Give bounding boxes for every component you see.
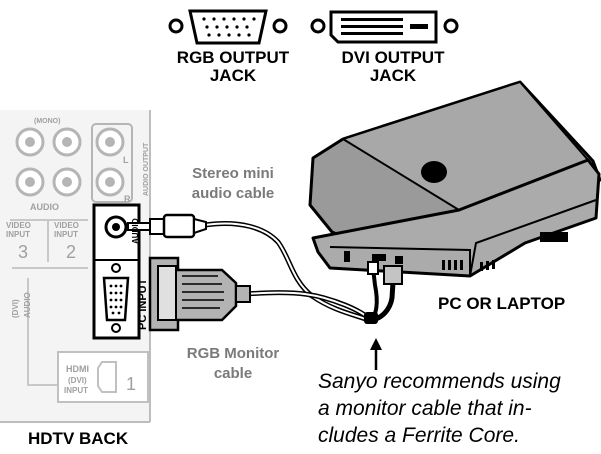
panel-video-input-2-line2: INPUT	[54, 230, 78, 239]
stereo-cable-line2: audio cable	[191, 185, 275, 202]
panel-hdmi-logo: HDMI	[66, 364, 89, 374]
panel-mono-label: (MONO)	[34, 118, 60, 125]
rgb-output-line1: RGB OUTPUT	[176, 48, 290, 67]
panel-right-mark: R	[124, 194, 131, 204]
pc-laptop-label: PC OR LAPTOP	[438, 294, 566, 313]
ferrite-core	[364, 312, 378, 324]
panel-left-mark: L	[123, 155, 129, 165]
audio-mini-plug	[127, 213, 207, 239]
panel-input-1-number: 1	[126, 374, 136, 394]
dvi-output-line1: DVI OUTPUT	[341, 48, 445, 67]
ferrite-core-arrow-icon	[370, 338, 382, 370]
ferrite-core-note: Sanyo recommends using a monitor cable t…	[318, 368, 598, 449]
note-line-2: a monitor cable that in-	[318, 397, 532, 420]
note-line-3: cludes a Ferrite Core.	[318, 424, 520, 447]
hdtv-back-label: HDTV BACK	[28, 429, 129, 448]
panel-audio-label: AUDIO	[30, 202, 59, 212]
panel-video-input-3-line2: INPUT	[6, 230, 30, 239]
panel-input-2-number: 2	[66, 242, 76, 262]
panel-audio-vertical-label: AUDIO	[131, 218, 140, 244]
hdtv-back-panel	[0, 110, 151, 423]
rgb-output-line2: JACK	[209, 65, 257, 85]
rgb-monitor-cable-label: RGB Monitor cable	[178, 344, 288, 384]
panel-pc-input-label: PC INPUT	[137, 278, 149, 330]
rgb-cable-line1: RGB Monitor	[186, 345, 280, 362]
laptop-side-plugs	[367, 261, 403, 285]
panel-hdmi-input-label: INPUT	[64, 386, 88, 395]
panel-dvi-vertical-label: (DVI)	[11, 299, 20, 318]
note-line-1: Sanyo recommends using	[318, 370, 561, 393]
panel-video-input-3-line1: VIDEO	[6, 221, 31, 230]
stereo-cable-label: Stereo mini audio cable	[178, 164, 288, 204]
rgb-output-jack-icon	[168, 9, 288, 45]
stereo-cable-line1: Stereo mini	[192, 165, 274, 182]
panel-hdmi-dvi-label: (DVI)	[68, 376, 87, 385]
laptop-illustration	[308, 80, 601, 278]
dvi-output-jack-icon	[310, 10, 459, 44]
panel-audio-output-label: AUDIO OUTPUT	[143, 142, 150, 196]
dvi-output-line2: JACK	[369, 65, 417, 85]
panel-video-input-2-line1: VIDEO	[54, 221, 79, 230]
panel-input-3-number: 3	[18, 242, 28, 262]
rgb-cable-line2: cable	[213, 365, 253, 382]
rgb-output-jack-label: RGB OUTPUT JACK	[158, 49, 308, 85]
vga-plug	[148, 256, 251, 332]
panel-dvi-audio-vertical-label: AUDIO	[23, 292, 32, 318]
dvi-output-jack-label: DVI OUTPUT JACK	[323, 49, 463, 85]
